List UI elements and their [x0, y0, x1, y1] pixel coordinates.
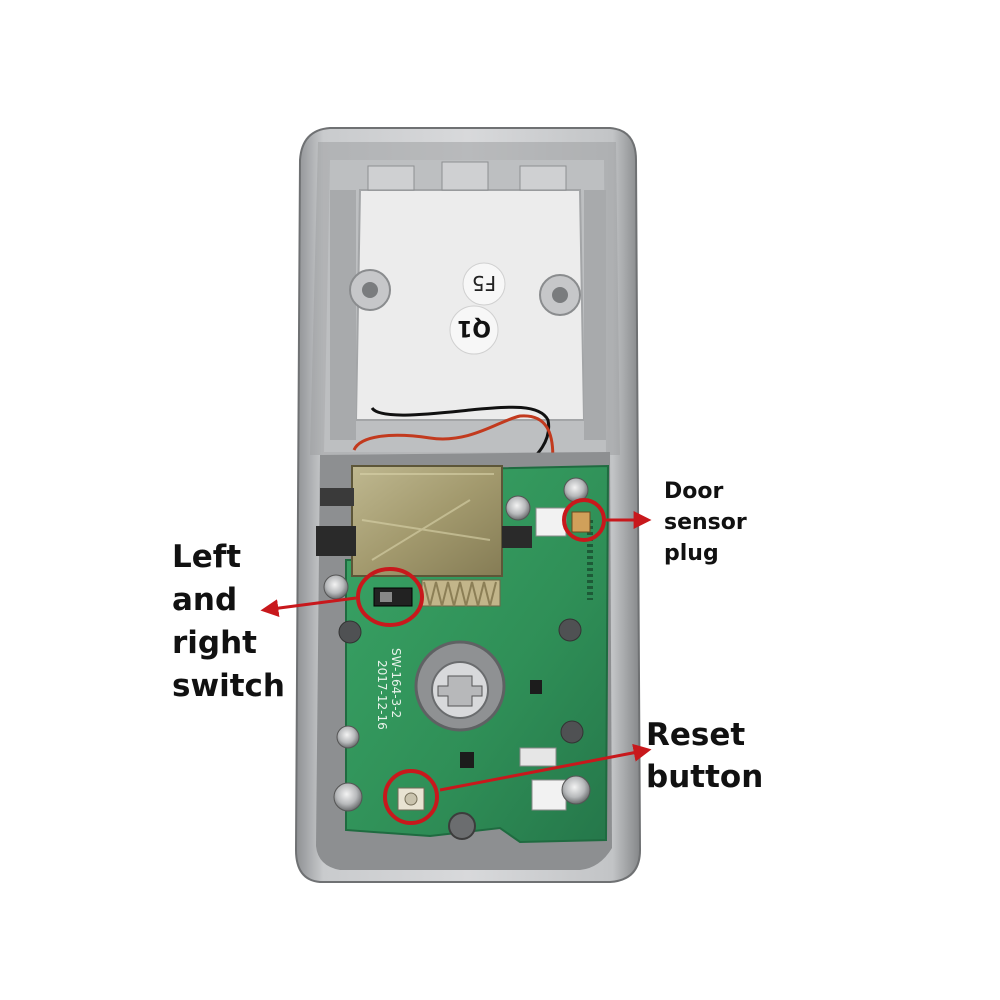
door-sensor-highlight-circle — [562, 498, 606, 542]
callout-line: switch — [172, 668, 285, 704]
callout-line: Door — [664, 479, 724, 504]
reset-button-component — [397, 787, 425, 811]
switch-arrow — [260, 596, 357, 618]
screw — [560, 720, 584, 744]
left-right-switch — [373, 587, 413, 607]
battery-wires — [352, 405, 555, 472]
callout-line: and — [172, 582, 238, 618]
callout-line: Reset — [646, 717, 746, 753]
f5-sticker: F5 — [462, 262, 506, 306]
reset-arrow — [439, 743, 652, 792]
door-sensor-connector — [535, 507, 591, 537]
screw — [561, 775, 591, 805]
callout-line: right — [172, 625, 257, 661]
pcb-date-text: 2017-12-16 — [375, 660, 389, 730]
motor-gearbox — [316, 465, 532, 607]
switch-highlight-circle — [356, 567, 424, 627]
screw — [505, 495, 531, 521]
screw — [323, 574, 349, 600]
screw — [448, 812, 476, 840]
reset-button-callout: Reset button — [646, 714, 763, 798]
callout-line: button — [646, 759, 764, 795]
screw — [558, 618, 582, 642]
reset-highlight-circle — [383, 769, 439, 825]
svg-text:Q1: Q1 — [457, 315, 491, 340]
screws — [323, 477, 591, 840]
door-sensor-plug-callout: Door sensor plug — [664, 476, 747, 569]
screw — [338, 620, 362, 644]
callout-line: sensor — [664, 510, 747, 535]
annotation-overlays — [260, 498, 652, 825]
screw — [336, 725, 360, 749]
screw — [333, 782, 363, 812]
callout-line: Left — [172, 539, 242, 575]
left-right-switch-callout: Left and right switch — [172, 536, 285, 708]
q1-sticker: Q1 — [449, 305, 499, 355]
svg-text:F5: F5 — [472, 271, 496, 295]
callout-line: plug — [664, 541, 719, 566]
pcb-model-text: SW-164-3-2 — [389, 648, 403, 718]
